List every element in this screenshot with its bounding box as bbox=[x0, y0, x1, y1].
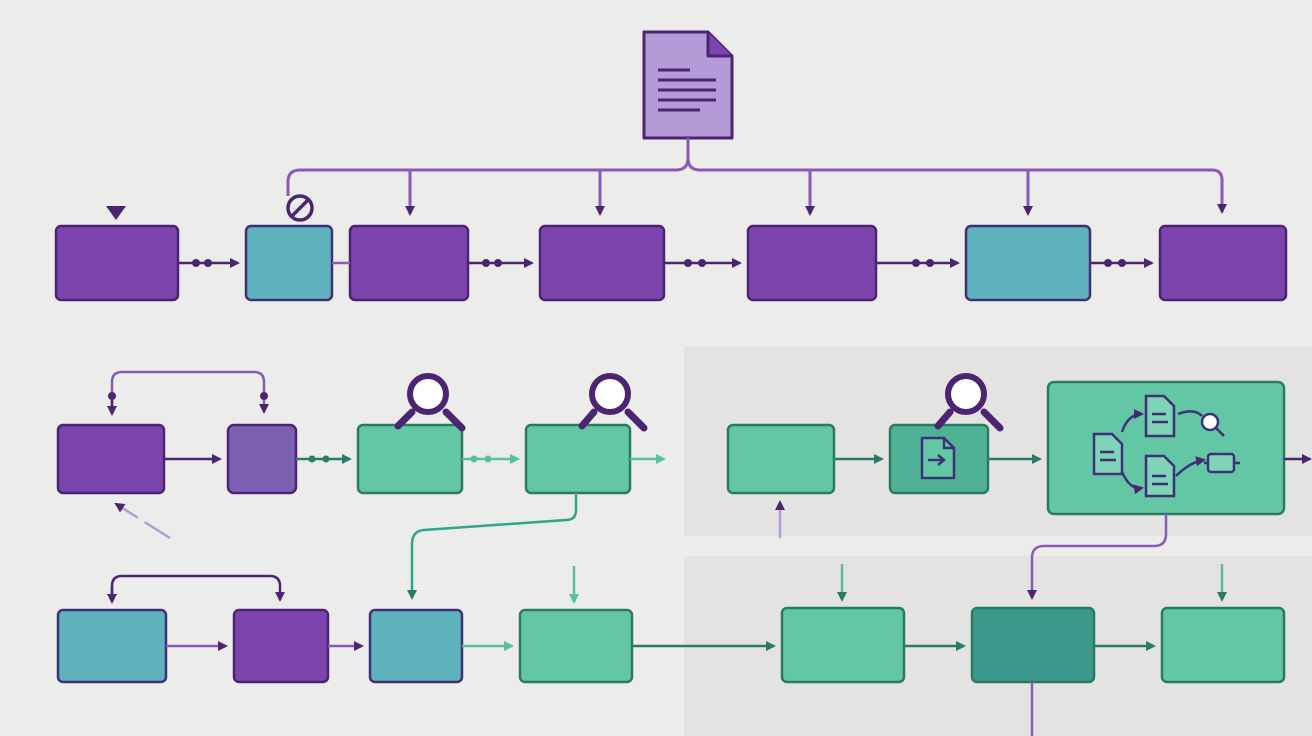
row3-node-3[interactable] bbox=[368, 608, 464, 684]
down-connector bbox=[1027, 514, 1168, 600]
row1-node-1[interactable] bbox=[54, 224, 180, 302]
row2-node-2[interactable] bbox=[226, 423, 298, 495]
row3-node-5[interactable] bbox=[780, 606, 906, 684]
row3-node-2[interactable] bbox=[232, 608, 330, 684]
row1-node-7[interactable] bbox=[1158, 224, 1288, 302]
distribution-bus bbox=[286, 138, 1227, 216]
down-connector bbox=[407, 493, 578, 600]
row3-connectors bbox=[166, 564, 1227, 736]
row2-connector-dots bbox=[308, 455, 492, 463]
row2-node-1[interactable] bbox=[56, 423, 166, 495]
row2-node-3[interactable] bbox=[356, 423, 464, 495]
entry-arrow-icon bbox=[106, 206, 126, 220]
magnifier-icon bbox=[578, 373, 648, 432]
row3-node-7[interactable] bbox=[1160, 606, 1286, 684]
row2-node-5[interactable] bbox=[726, 423, 836, 495]
loop-dot bbox=[260, 392, 268, 400]
row1-connector-dots bbox=[192, 259, 1126, 267]
row1-node-5[interactable] bbox=[746, 224, 878, 302]
magnifier-icon bbox=[394, 373, 466, 432]
row1-node-6[interactable] bbox=[964, 224, 1092, 302]
source-document-icon bbox=[642, 30, 734, 140]
row1-node-4[interactable] bbox=[538, 224, 666, 302]
file-transfer-icon bbox=[920, 436, 956, 480]
no-entry-icon bbox=[286, 194, 314, 222]
row3-loop-connector bbox=[110, 574, 285, 602]
magnifier-icon bbox=[934, 373, 1004, 432]
row3-node-1[interactable] bbox=[56, 608, 168, 684]
row1-node-2[interactable] bbox=[244, 224, 334, 302]
row3-node-4[interactable] bbox=[518, 608, 634, 684]
document-workflow-icon bbox=[1092, 394, 1240, 498]
loop-dot bbox=[108, 392, 116, 400]
row2-node-4[interactable] bbox=[524, 423, 632, 495]
faint-connector bbox=[114, 502, 171, 540]
row3-node-6[interactable] bbox=[970, 606, 1096, 684]
row1-node-3[interactable] bbox=[348, 224, 470, 302]
row2-loop-connector bbox=[107, 370, 269, 416]
